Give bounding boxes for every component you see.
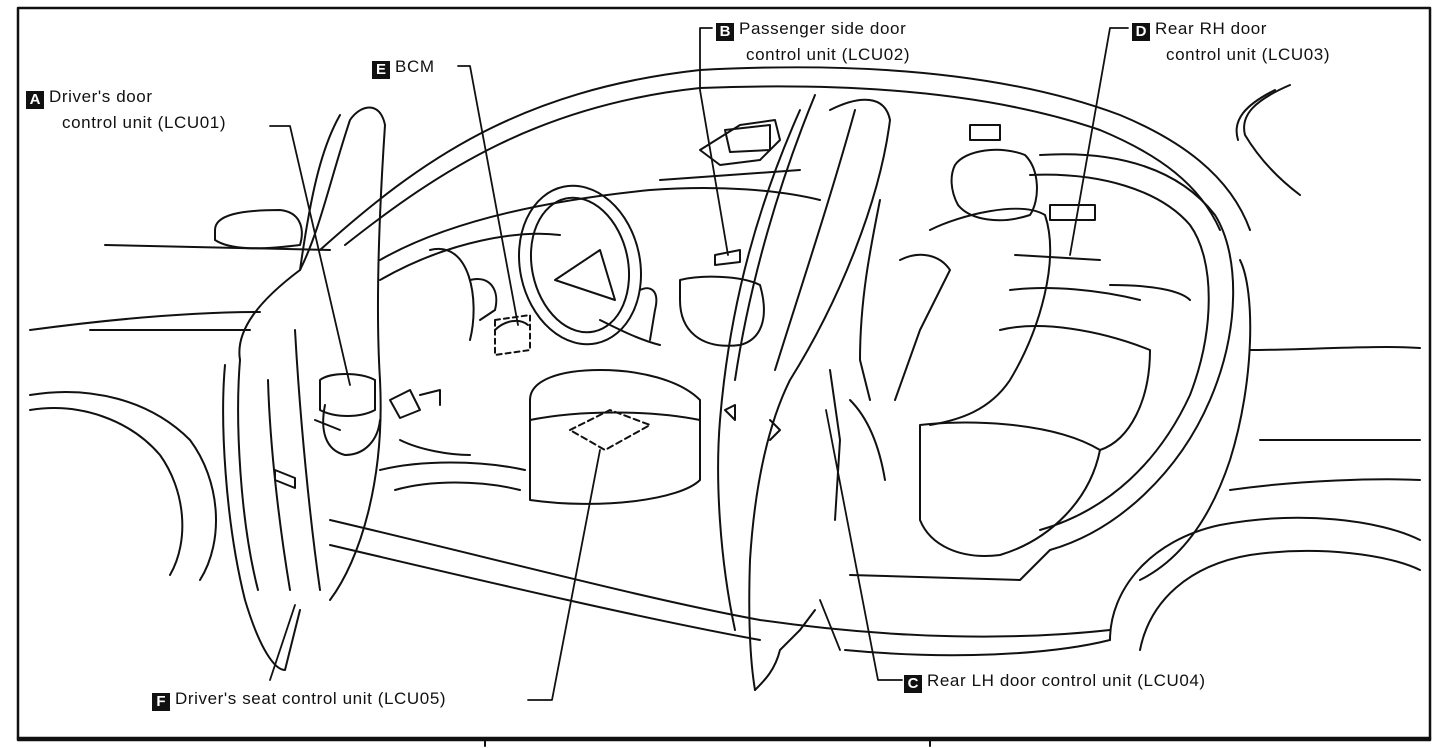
callout-b-badge: B: [716, 23, 734, 41]
callout-a-line2: control unit (LCU01): [62, 113, 227, 132]
passenger-side-door: [714, 94, 891, 691]
callout-d-line1: Rear RH door: [1155, 19, 1268, 38]
front-seat: [529, 199, 881, 505]
callout-a-line1: Driver's door: [49, 87, 153, 106]
rear-seat-and-headrest: [829, 124, 1191, 557]
leader-lines: [269, 27, 1129, 701]
callout-f-badge: F: [152, 693, 170, 711]
callout-a: A Driver's door control unit (LCU01): [26, 84, 226, 136]
callout-b-line2: control unit (LCU02): [746, 45, 911, 64]
callout-f-line1: Driver's seat control unit (LCU05): [175, 689, 447, 708]
callout-c-line1: Rear LH door control unit (LCU04): [927, 671, 1206, 690]
callout-e-badge: E: [372, 61, 390, 79]
callout-f: F Driver's seat control unit (LCU05): [152, 686, 446, 712]
callout-d-badge: D: [1132, 23, 1150, 41]
callout-e-line1: BCM: [395, 57, 435, 76]
front-door-open: [222, 106, 386, 671]
callout-b: B Passenger side door control unit (LCU02…: [716, 16, 910, 68]
callout-d: D Rear RH door control unit (LCU03): [1132, 16, 1330, 68]
car-body-outline: [29, 66, 1421, 657]
callout-d-line2: control unit (LCU03): [1166, 45, 1331, 64]
callout-b-line1: Passenger side door: [739, 19, 907, 38]
diagram-border: [16, 6, 1432, 742]
callout-c-badge: C: [904, 675, 922, 693]
dashboard-and-steering: [379, 119, 821, 491]
callout-c: C Rear LH door control unit (LCU04): [904, 668, 1206, 694]
callout-a-badge: A: [26, 91, 44, 109]
callout-e: E BCM: [372, 54, 435, 80]
